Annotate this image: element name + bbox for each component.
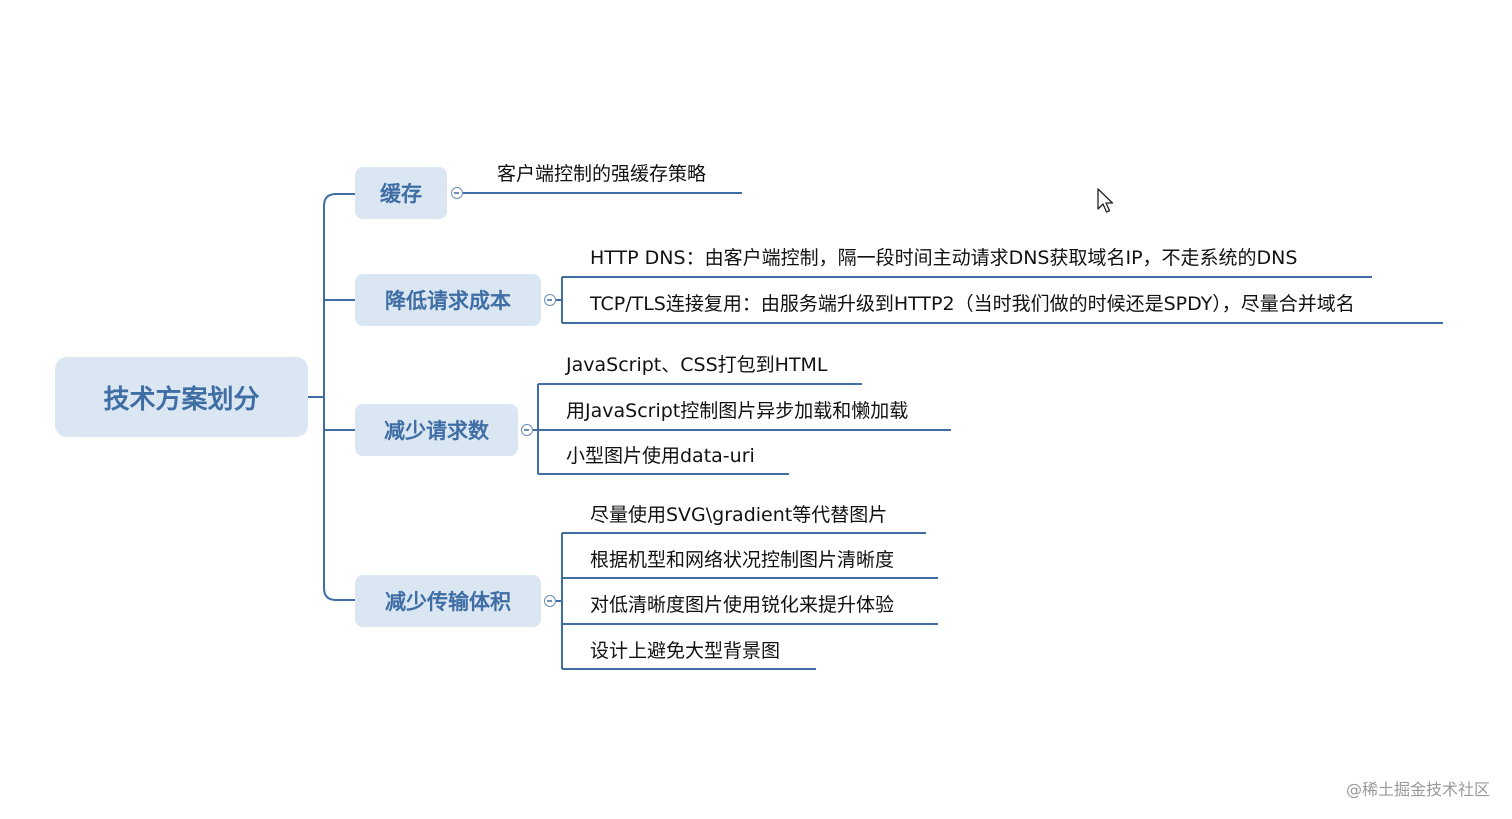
leaf-topic[interactable]: 客户端控制的强缓存策略 (497, 163, 707, 185)
leaf-topic[interactable]: 根据机型和网络状况控制图片清晰度 (590, 549, 895, 571)
leaf-topic[interactable]: 设计上避免大型背景图 (590, 640, 781, 662)
collapse-toggle-icon[interactable] (451, 187, 463, 199)
leaf-topic[interactable]: HTTP DNS：由客户端控制，隔一段时间主动请求DNS获取域名IP，不走系统的… (590, 247, 1298, 269)
branch-label: 缓存 (380, 182, 422, 206)
leaf-topic[interactable]: TCP/TLS连接复用：由服务端升级到HTTP2（当时我们做的时候还是SPDY）… (590, 293, 1355, 315)
collapse-toggle-icon[interactable] (521, 424, 533, 436)
branch-node-reduce-transfer-size[interactable]: 减少传输体积 (355, 575, 541, 627)
leaf-topic[interactable]: 对低清晰度图片使用锐化来提升体验 (590, 594, 895, 616)
root-node[interactable]: 技术方案划分 (55, 357, 308, 437)
leaf-topic[interactable]: 小型图片使用data-uri (566, 445, 755, 467)
collapse-toggle-icon[interactable] (544, 294, 556, 306)
root-label: 技术方案划分 (103, 384, 260, 415)
branch-node-cache[interactable]: 缓存 (355, 167, 447, 219)
branch-label: 降低请求成本 (385, 289, 511, 313)
branch-label: 减少请求数 (384, 419, 489, 443)
mouse-cursor-icon (1097, 188, 1114, 213)
leaf-topic[interactable]: JavaScript、CSS打包到HTML (566, 354, 828, 376)
branch-label: 减少传输体积 (385, 590, 511, 614)
branch-node-reduce-request-cost[interactable]: 降低请求成本 (355, 274, 541, 326)
watermark: @稀土掘金技术社区 (1345, 780, 1490, 799)
leaf-topic[interactable]: 用JavaScript控制图片异步加载和懒加载 (566, 400, 909, 422)
leaf-topic[interactable]: 尽量使用SVG\gradient等代替图片 (590, 504, 888, 526)
collapse-toggle-icon[interactable] (544, 595, 556, 607)
branch-node-reduce-request-count[interactable]: 减少请求数 (355, 404, 518, 456)
